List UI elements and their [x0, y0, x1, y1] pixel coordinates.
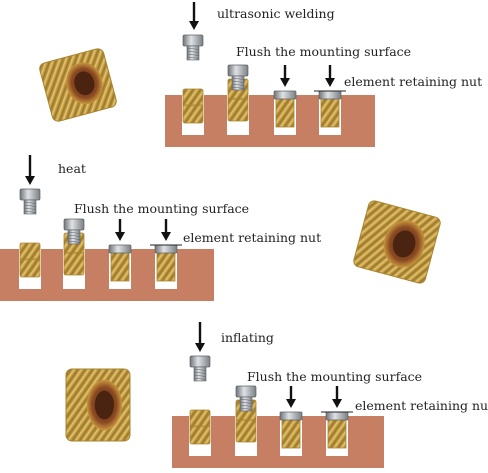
section1-bolt-1: [183, 35, 203, 60]
section3-process-label: inflating: [221, 332, 274, 345]
section2-bolt-1: [20, 189, 40, 214]
section3-insert-4: [326, 412, 348, 448]
knurled-insert-icon-1: [38, 47, 117, 122]
section1-down-arrow-icon-1: [189, 2, 199, 30]
section1-retain-label: element retaining nut: [344, 76, 482, 89]
knurled-insert-icon-2: [352, 200, 441, 285]
section2-down-arrow-icon-3: [161, 219, 171, 241]
section2-retain-label: element retaining nut: [183, 232, 321, 245]
section2-down-arrow-icon-1: [25, 155, 35, 185]
section2-down-arrow-icon-2: [115, 219, 125, 241]
section3-bolt-1: [190, 356, 210, 381]
section2-flush-label: Flush the mounting surface: [74, 203, 249, 216]
section3-retain-label: element retaining nut: [355, 400, 488, 413]
section3-down-arrow-icon-2: [286, 386, 296, 408]
section1-down-arrow-icon-3: [325, 65, 335, 87]
section2-insert-1: [20, 243, 40, 277]
section1-insert-3: [274, 91, 296, 127]
section1-process-label: ultrasonic welding: [217, 8, 335, 21]
knurled-insert-icon-3: [66, 369, 130, 441]
section1-insert-4: [319, 91, 341, 127]
section3-insert-1: [190, 410, 210, 444]
section3-down-arrow-icon-1: [195, 322, 205, 352]
section3-down-arrow-icon-3: [332, 386, 342, 408]
section1-flush-label: Flush the mounting surface: [236, 46, 411, 59]
section1-insert-1: [183, 89, 203, 123]
section2-process-label: heat: [58, 163, 86, 176]
section2-insert-3: [109, 245, 131, 281]
section1-down-arrow-icon-2: [280, 65, 290, 87]
section3-insert-3: [280, 412, 302, 448]
section2-insert-4: [155, 245, 177, 281]
section3-flush-label: Flush the mounting surface: [247, 371, 422, 384]
